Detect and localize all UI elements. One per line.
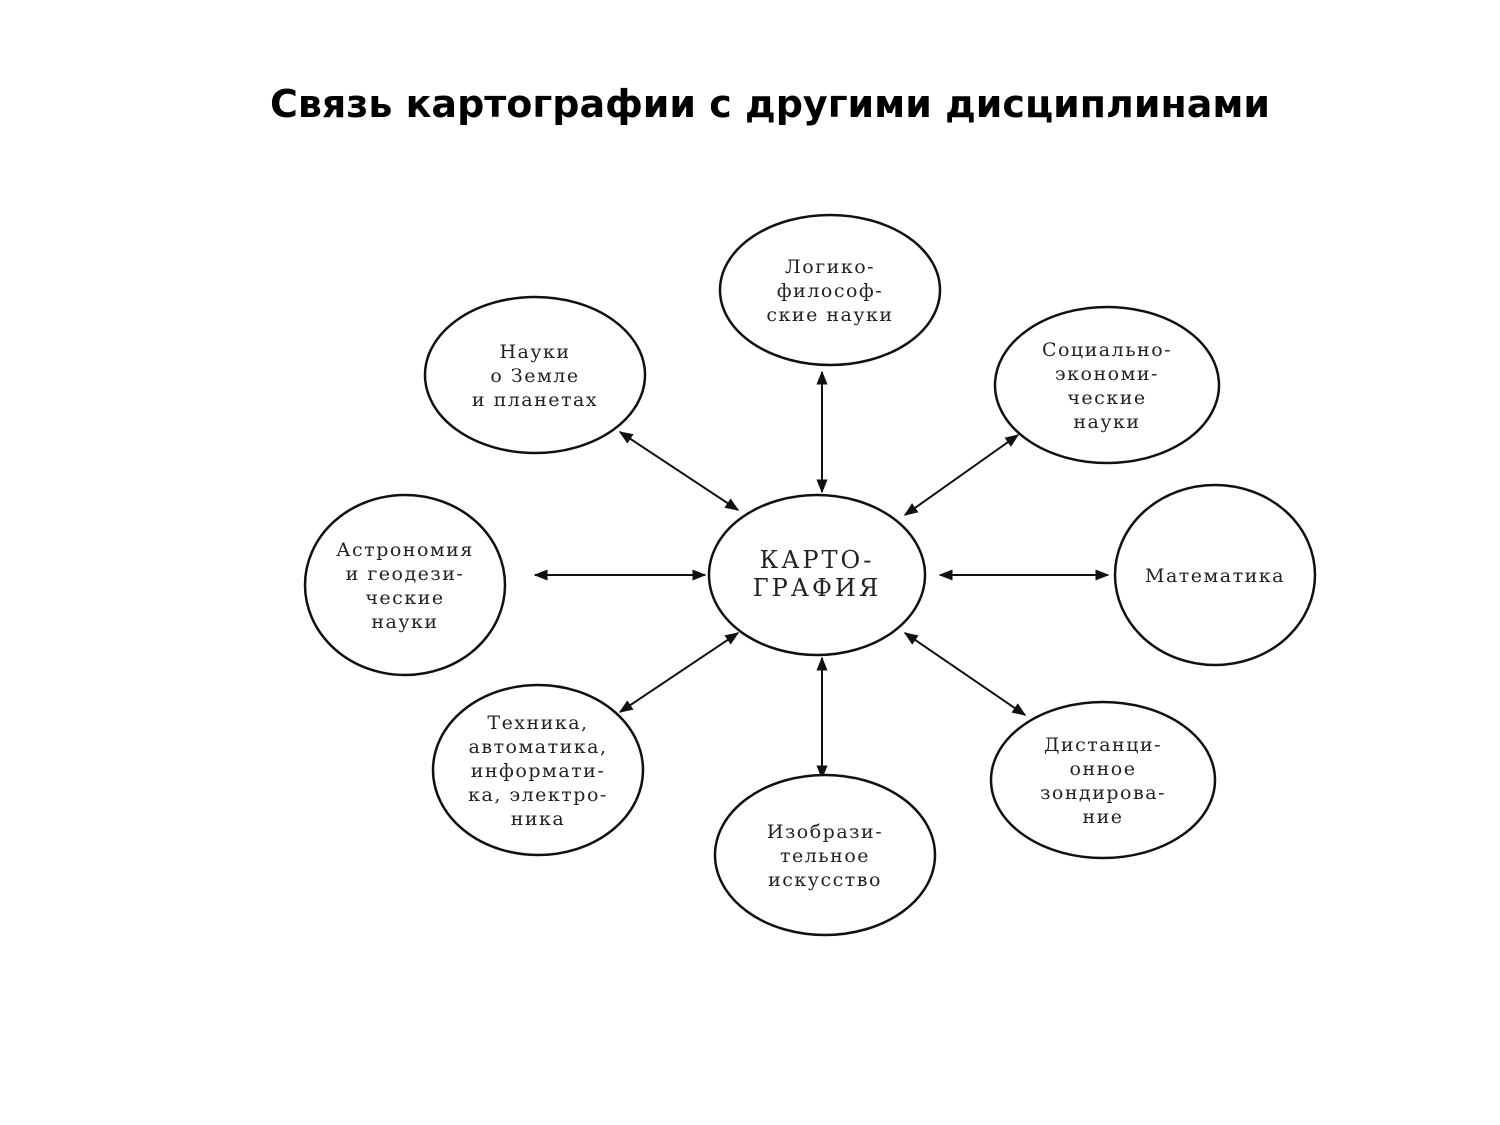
node-label-line: зондирова- bbox=[1040, 782, 1166, 804]
node-label-line: Математика bbox=[1145, 565, 1285, 587]
arrow-socio-economic bbox=[903, 434, 1020, 516]
node-label-line: ние bbox=[1082, 806, 1123, 828]
node-label-line: ческие bbox=[365, 587, 444, 609]
node-label: Техника,автоматика,информати-ка, электро… bbox=[468, 712, 608, 830]
node-mathematics: Математика bbox=[1113, 483, 1317, 667]
node-label-line: тельное bbox=[780, 845, 870, 867]
node-ellipse bbox=[718, 213, 942, 367]
node-label-line: о Земле bbox=[490, 365, 579, 387]
arrow-technology bbox=[618, 632, 740, 713]
node-label-line: Дистанци- bbox=[1044, 734, 1162, 756]
node-ellipse bbox=[713, 773, 937, 937]
node-label: КАРТО-ГРАФИЯ bbox=[753, 546, 881, 602]
node-label-line: науки bbox=[1073, 411, 1140, 433]
node-label-line: Астрономия bbox=[336, 539, 474, 561]
node-label-line: Изобрази- bbox=[767, 821, 883, 843]
node-label-line: экономи- bbox=[1055, 363, 1159, 385]
node-label-line: ника bbox=[511, 808, 566, 830]
node-logic-philosophy: Логико-философ-ские науки bbox=[718, 213, 942, 367]
arrow-earth-planets bbox=[618, 431, 740, 511]
node-label-line: философ- bbox=[777, 280, 883, 302]
node-ellipse bbox=[431, 683, 645, 857]
node-ellipse bbox=[993, 305, 1221, 465]
node-ellipse bbox=[989, 700, 1217, 860]
node-label: Логико-философ-ские науки bbox=[766, 256, 893, 326]
node-label-line: ские науки bbox=[766, 304, 893, 326]
node-label-line: Социально- bbox=[1042, 339, 1172, 361]
node-ellipse bbox=[1113, 483, 1317, 667]
node-label-line: КАРТО- bbox=[760, 546, 875, 574]
node-label-line: Науки bbox=[499, 341, 570, 363]
page-title: Связь картографии с другими дисциплинами bbox=[269, 82, 1271, 126]
node-ellipse bbox=[707, 493, 927, 657]
node-ellipse bbox=[423, 295, 647, 455]
node-label-line: науки bbox=[371, 611, 438, 633]
node-label-line: искусство bbox=[768, 869, 882, 891]
arrow-remote-sensing bbox=[903, 632, 1027, 716]
node-ellipse bbox=[303, 493, 507, 677]
node-label: Математика bbox=[1145, 565, 1285, 587]
node-center: КАРТО-ГРАФИЯ bbox=[707, 493, 927, 657]
node-technology: Техника,автоматика,информати-ка, электро… bbox=[431, 683, 645, 857]
node-label-line: ка, электро- bbox=[468, 784, 608, 806]
node-label-line: и геодези- bbox=[346, 563, 465, 585]
node-label-line: ческие bbox=[1067, 387, 1146, 409]
node-label-line: онное bbox=[1070, 758, 1137, 780]
node-label-line: автоматика, bbox=[469, 736, 608, 758]
node-label-line: ГРАФИЯ bbox=[753, 574, 881, 602]
node-label-line: Техника, bbox=[487, 712, 588, 734]
node-label-line: Логико- bbox=[785, 256, 875, 278]
node-label-line: информати- bbox=[471, 760, 606, 782]
node-label-line: и планетах bbox=[472, 389, 598, 411]
